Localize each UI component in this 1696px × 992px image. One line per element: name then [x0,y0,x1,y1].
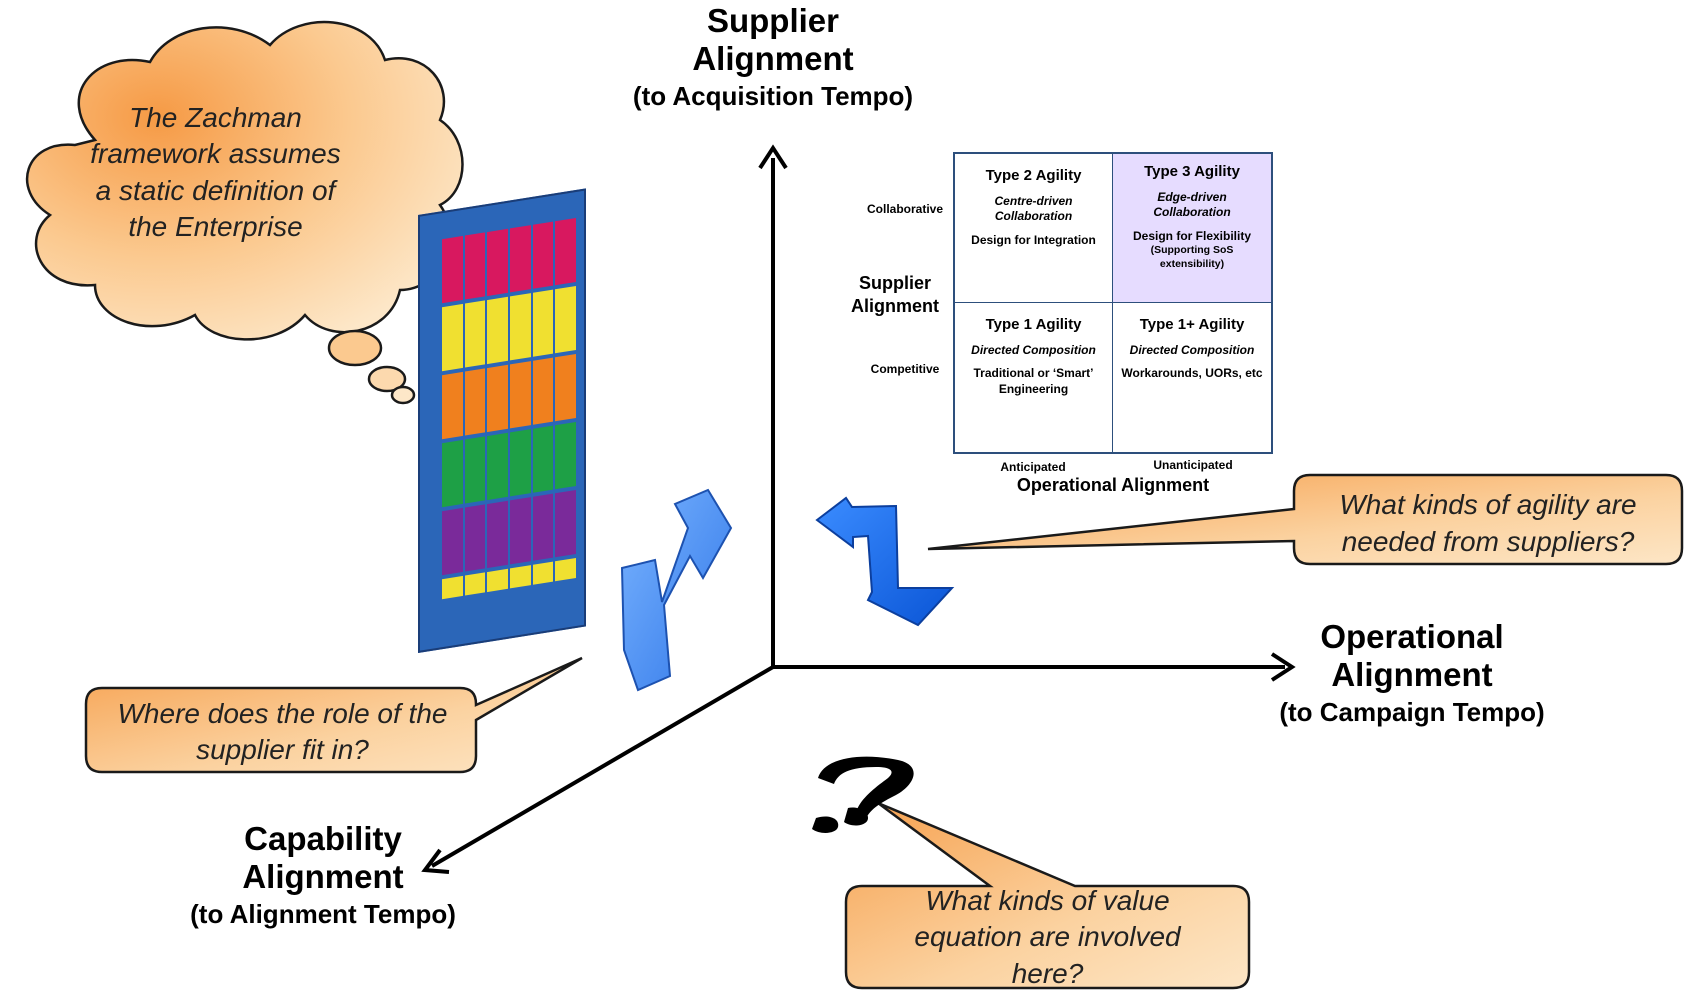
thought-bubble-large [327,329,383,367]
agility-callout-text: What kinds of agility are needed from su… [1339,489,1637,557]
supplier-role-callout-text: Where does the role of the supplier fit … [117,698,448,766]
matrix-cell-subtitle: Edge-driven Collaboration [1153,189,1231,220]
capability-axis-title: Capability Alignment (to Alignment Tempo… [123,820,523,929]
matrix-cell-type1: Type 1 Agility Directed Composition Trad… [955,303,1113,452]
supplier-role-callout-shape [84,656,583,774]
axes [421,144,1296,874]
matrix-col-label-right: Unanticipated [1153,458,1233,472]
supplier-axis-title: Supplier Alignment (to Acquisition Tempo… [573,2,973,111]
matrix-cell-title: Type 1+ Agility [1139,316,1245,333]
agility-callout-shape [927,473,1684,566]
matrix-row-axis-label: Supplier Alignment [851,273,939,317]
capability-axis [430,665,775,868]
matrix-cell-title: Type 2 Agility [985,167,1082,184]
matrix-cell-description: Design for Integration [971,232,1096,247]
matrix-cell-description: Design for Flexibility [1132,228,1252,243]
matrix-cell-note: (Supporting SoS extensibility) [1150,244,1234,270]
matrix-cell-subtitle: Centre-driven Collaboration [994,193,1073,224]
agility-matrix: Type 2 Agility Centre-driven Collaborati… [953,152,1273,454]
supplier-axis-arrowhead [758,144,788,170]
thought-cloud [25,20,464,405]
matrix-row-label-top: Collaborative [866,202,944,216]
thought-bubble-small [390,385,416,405]
capability-axis-arrowhead [421,848,450,874]
matrix-col-label-left: Anticipated [1000,460,1066,474]
matrix-cell-description: Workarounds, UORs, etc [1121,366,1263,381]
agility-callout [927,473,1684,566]
thought-bubble-medium [367,365,407,393]
zachman-callout-text: The Zachman framework assumes a static d… [90,102,341,243]
question-mark-icon [812,756,914,833]
matrix-cell-subtitle: Directed Composition [971,342,1096,357]
value-callout [844,801,1251,990]
matrix-cell-type3: Type 3 Agility Edge-driven Collaboration… [1113,154,1271,303]
operational-axis-label: Operational Alignment [1320,618,1504,694]
operational-axis-arrowhead [1270,652,1296,682]
capability-axis-label: Capability Alignment [242,820,404,896]
bent-arrow-down [815,496,955,627]
zachman-framework-poster [418,188,586,653]
matrix-cell-title: Type 3 Agility [1144,163,1240,180]
supplier-axis-label: Supplier Alignment [692,2,854,78]
supplier-axis-sublabel: (to Acquisition Tempo) [632,80,914,111]
capability-axis-sublabel: (to Alignment Tempo) [190,898,456,929]
operational-axis-title: Operational Alignment (to Campaign Tempo… [1212,618,1612,727]
matrix-cell-type2: Type 2 Agility Centre-driven Collaborati… [955,154,1113,303]
value-callout-shape [844,801,1251,990]
matrix-col-axis-label: Operational Alignment [1016,475,1210,495]
matrix-row-label-bottom: Competitive [870,362,940,376]
supplier-role-callout [84,656,583,774]
matrix-cell-subtitle: Directed Composition [1129,342,1255,357]
matrix-cell-title: Type 1 Agility [985,316,1082,333]
operational-axis-sublabel: (to Campaign Tempo) [1279,696,1545,727]
bent-arrow-up-right [620,488,733,692]
value-callout-text: What kinds of value equation are involve… [914,885,1181,989]
matrix-cell-description: Traditional or ‘Smart’ Engineering [973,366,1094,396]
matrix-cell-type1plus: Type 1+ Agility Directed Composition Wor… [1113,303,1271,452]
